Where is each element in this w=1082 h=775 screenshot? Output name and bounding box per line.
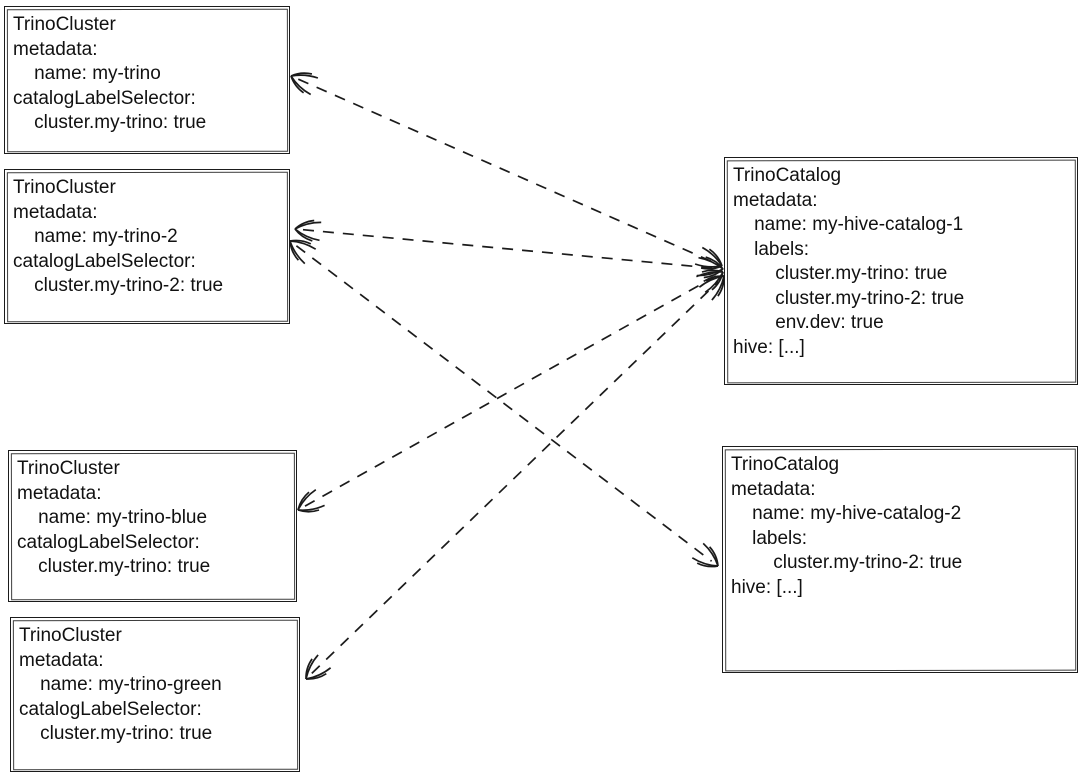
arrowhead (701, 246, 723, 267)
arrowhead (705, 256, 724, 270)
arrowhead (297, 509, 320, 513)
node-yaml-line: metadata: (17, 482, 102, 504)
arrowhead (700, 265, 723, 270)
edge-line (295, 245, 713, 562)
arrowhead (696, 562, 719, 568)
node-trinocatalog-my-hive-catalog-1: TrinoCatalog metadata: name: my-hive-cat… (724, 157, 1078, 385)
edge-line (297, 78, 716, 264)
node-yaml-line: hive: [...] (733, 336, 805, 358)
node-yaml-line: cluster.my-trino: true (733, 263, 948, 284)
arrowhead (290, 75, 312, 96)
arrowhead (691, 557, 719, 567)
node-yaml-line: metadata: (13, 38, 98, 60)
arrowhead (289, 239, 312, 245)
arrowhead (305, 667, 332, 680)
node-yaml-line: name: my-trino (13, 63, 161, 84)
arrowhead (711, 271, 724, 291)
node-yaml-line: catalogLabelSelector: (17, 531, 200, 553)
arrowhead (305, 672, 327, 680)
edge-line (304, 275, 717, 507)
node-yaml-line: cluster.my-trino: true (19, 723, 213, 744)
node-yaml-line: hive: [...] (731, 576, 803, 598)
node-yaml-line: cluster.my-trino: true (17, 556, 211, 577)
node-yaml-line: labels: (731, 527, 808, 549)
node-kind-label: TrinoCluster (13, 177, 116, 198)
arrowhead (297, 504, 325, 512)
node-yaml-line: name: my-hive-catalog-1 (733, 214, 964, 235)
node-yaml-line: catalogLabelSelector: (13, 87, 196, 109)
arrowhead (289, 240, 306, 265)
node-trinocluster-my-trino-green: TrinoCluster metadata: name: my-trino-gr… (10, 617, 300, 772)
arrowhead (305, 658, 313, 680)
arrowhead (702, 542, 719, 567)
node-yaml-line: name: my-trino-blue (17, 507, 208, 528)
node-yaml-line: name: my-hive-catalog-2 (731, 503, 962, 524)
node-yaml-line: env.dev: true (733, 312, 884, 333)
node-yaml-line: catalogLabelSelector: (19, 698, 202, 720)
arrowhead (290, 75, 305, 94)
arrowhead (294, 219, 315, 230)
node-yaml-line: catalogLabelSelector: (13, 250, 196, 272)
node-yaml-line: labels: (733, 238, 810, 260)
arrowhead (305, 654, 319, 680)
edge-line (311, 280, 719, 675)
node-trinocluster-my-trino-2: TrinoCluster metadata: name: my-trino-2 … (4, 169, 290, 324)
arrowhead (290, 72, 313, 77)
arrowhead (297, 488, 317, 511)
node-kind-label: TrinoCluster (19, 625, 122, 646)
node-trinocluster-my-trino: TrinoCluster metadata: name: my-trino ca… (4, 6, 290, 154)
node-yaml-line: name: my-trino-2 (13, 226, 178, 247)
node-yaml-line: metadata: (731, 478, 816, 500)
node-kind-label: TrinoCluster (17, 458, 120, 479)
node-yaml-line: cluster.my-trino-2: true (13, 275, 224, 296)
node-yaml-line: cluster.my-trino: true (13, 112, 207, 133)
arrowhead (289, 240, 300, 261)
node-trinocluster-my-trino-blue: TrinoCluster metadata: name: my-trino-bl… (8, 450, 297, 602)
arrowhead (294, 221, 322, 230)
node-kind-label: TrinoCatalog (731, 454, 840, 475)
arrowhead (289, 240, 317, 250)
node-yaml-line: metadata: (13, 201, 98, 223)
arrowhead (294, 228, 313, 242)
node-yaml-line: metadata: (733, 189, 818, 211)
arrowhead (698, 275, 725, 288)
arrowhead (294, 228, 320, 242)
node-yaml-line: cluster.my-trino-2: true (731, 552, 963, 573)
node-kind-label: TrinoCatalog (733, 165, 842, 186)
arrowhead (694, 263, 723, 268)
node-yaml-line: cluster.my-trino-2: true (733, 287, 965, 309)
arrowhead (703, 268, 724, 279)
arrowhead (698, 256, 724, 270)
arrowhead (708, 248, 723, 267)
arrowhead (703, 275, 725, 283)
arrowhead (290, 74, 319, 79)
arrowhead (297, 491, 310, 511)
arrowhead (696, 270, 724, 278)
node-yaml-line: metadata: (19, 649, 104, 671)
node-yaml-line: name: my-trino-green (19, 674, 222, 695)
arrowhead (708, 546, 719, 567)
node-kind-label: TrinoCluster (13, 14, 116, 35)
node-trinocatalog-my-hive-catalog-2: TrinoCatalog metadata: name: my-hive-cat… (722, 446, 1078, 673)
arrowhead (701, 269, 724, 273)
edge-line (302, 228, 716, 270)
arrowhead (696, 268, 724, 277)
arrowhead (711, 275, 725, 301)
arrowhead (704, 271, 724, 294)
